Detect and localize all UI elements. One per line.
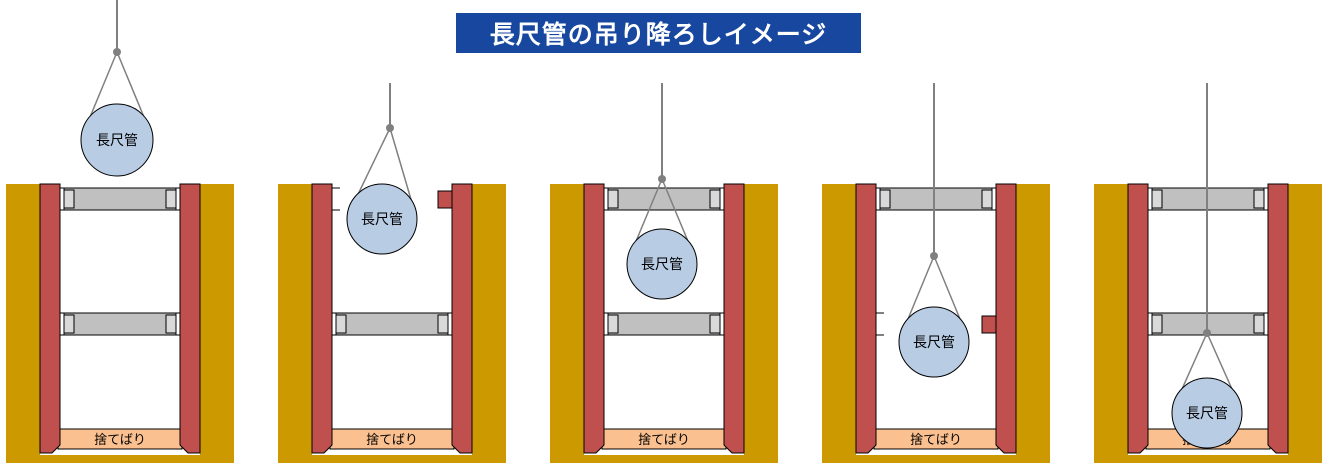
sheet-pile-right — [723, 183, 745, 454]
strut-end — [1253, 314, 1265, 334]
strut-end — [607, 189, 619, 209]
long-pipe — [346, 183, 418, 255]
base-pad-label: 捨てばり — [910, 432, 962, 448]
strut-end — [1151, 189, 1163, 209]
sheet-pile-left — [39, 183, 61, 454]
base-pad-label: 捨てばり — [366, 432, 418, 448]
strut-end — [335, 314, 347, 334]
strut-end — [165, 189, 177, 209]
hook — [1203, 329, 1211, 337]
sheet-pile-left — [311, 183, 333, 454]
strut — [879, 187, 993, 211]
diagram-title: 長尺管の吊り降ろしイメージ — [456, 13, 861, 53]
hook — [658, 175, 666, 183]
hook — [113, 48, 121, 56]
soil — [278, 184, 506, 463]
sheet-pile-left — [855, 183, 877, 454]
long-pipe-label: 長尺管 — [96, 133, 138, 149]
strut-end — [981, 189, 993, 209]
sheet-pile-right — [179, 183, 201, 454]
strut-end — [1151, 314, 1163, 334]
strut-end — [437, 314, 449, 334]
strut-end — [709, 314, 721, 334]
soil — [550, 184, 778, 463]
strut — [335, 312, 449, 336]
long-pipe — [80, 103, 154, 177]
strut — [63, 187, 177, 211]
strut — [607, 312, 721, 336]
long-pipe-label: 長尺管 — [1186, 406, 1228, 422]
hook — [930, 252, 938, 260]
strut-end — [607, 314, 619, 334]
base-pad-label: 捨てばり — [638, 432, 690, 448]
sheet-pile-right — [1267, 183, 1289, 454]
long-pipe — [1171, 377, 1243, 449]
long-pipe — [898, 306, 970, 378]
soil — [1094, 184, 1322, 463]
hook — [386, 124, 394, 132]
strut-end — [709, 189, 721, 209]
base-pad-label: 捨てばり — [94, 432, 146, 448]
strut-end — [63, 314, 75, 334]
sheet-pile-right — [995, 183, 1017, 454]
strut-remnant — [981, 315, 997, 334]
strut — [63, 312, 177, 336]
soil — [822, 184, 1050, 463]
strut — [607, 187, 721, 211]
strut-end — [165, 314, 177, 334]
long-pipe-label: 長尺管 — [361, 212, 403, 228]
excavation-stage-2: 捨てばり 長尺管 — [278, 83, 506, 463]
soil — [6, 184, 234, 463]
sheet-pile-left — [583, 183, 605, 454]
strut-end — [63, 189, 75, 209]
strut-end — [1253, 189, 1265, 209]
strut-remnant — [437, 190, 453, 209]
sheet-pile-right — [451, 183, 473, 454]
long-pipe-label: 長尺管 — [641, 257, 683, 273]
long-pipe — [626, 228, 698, 300]
sheet-pile-left — [1127, 183, 1149, 454]
long-pipe-label: 長尺管 — [913, 335, 955, 351]
strut-end — [879, 189, 891, 209]
